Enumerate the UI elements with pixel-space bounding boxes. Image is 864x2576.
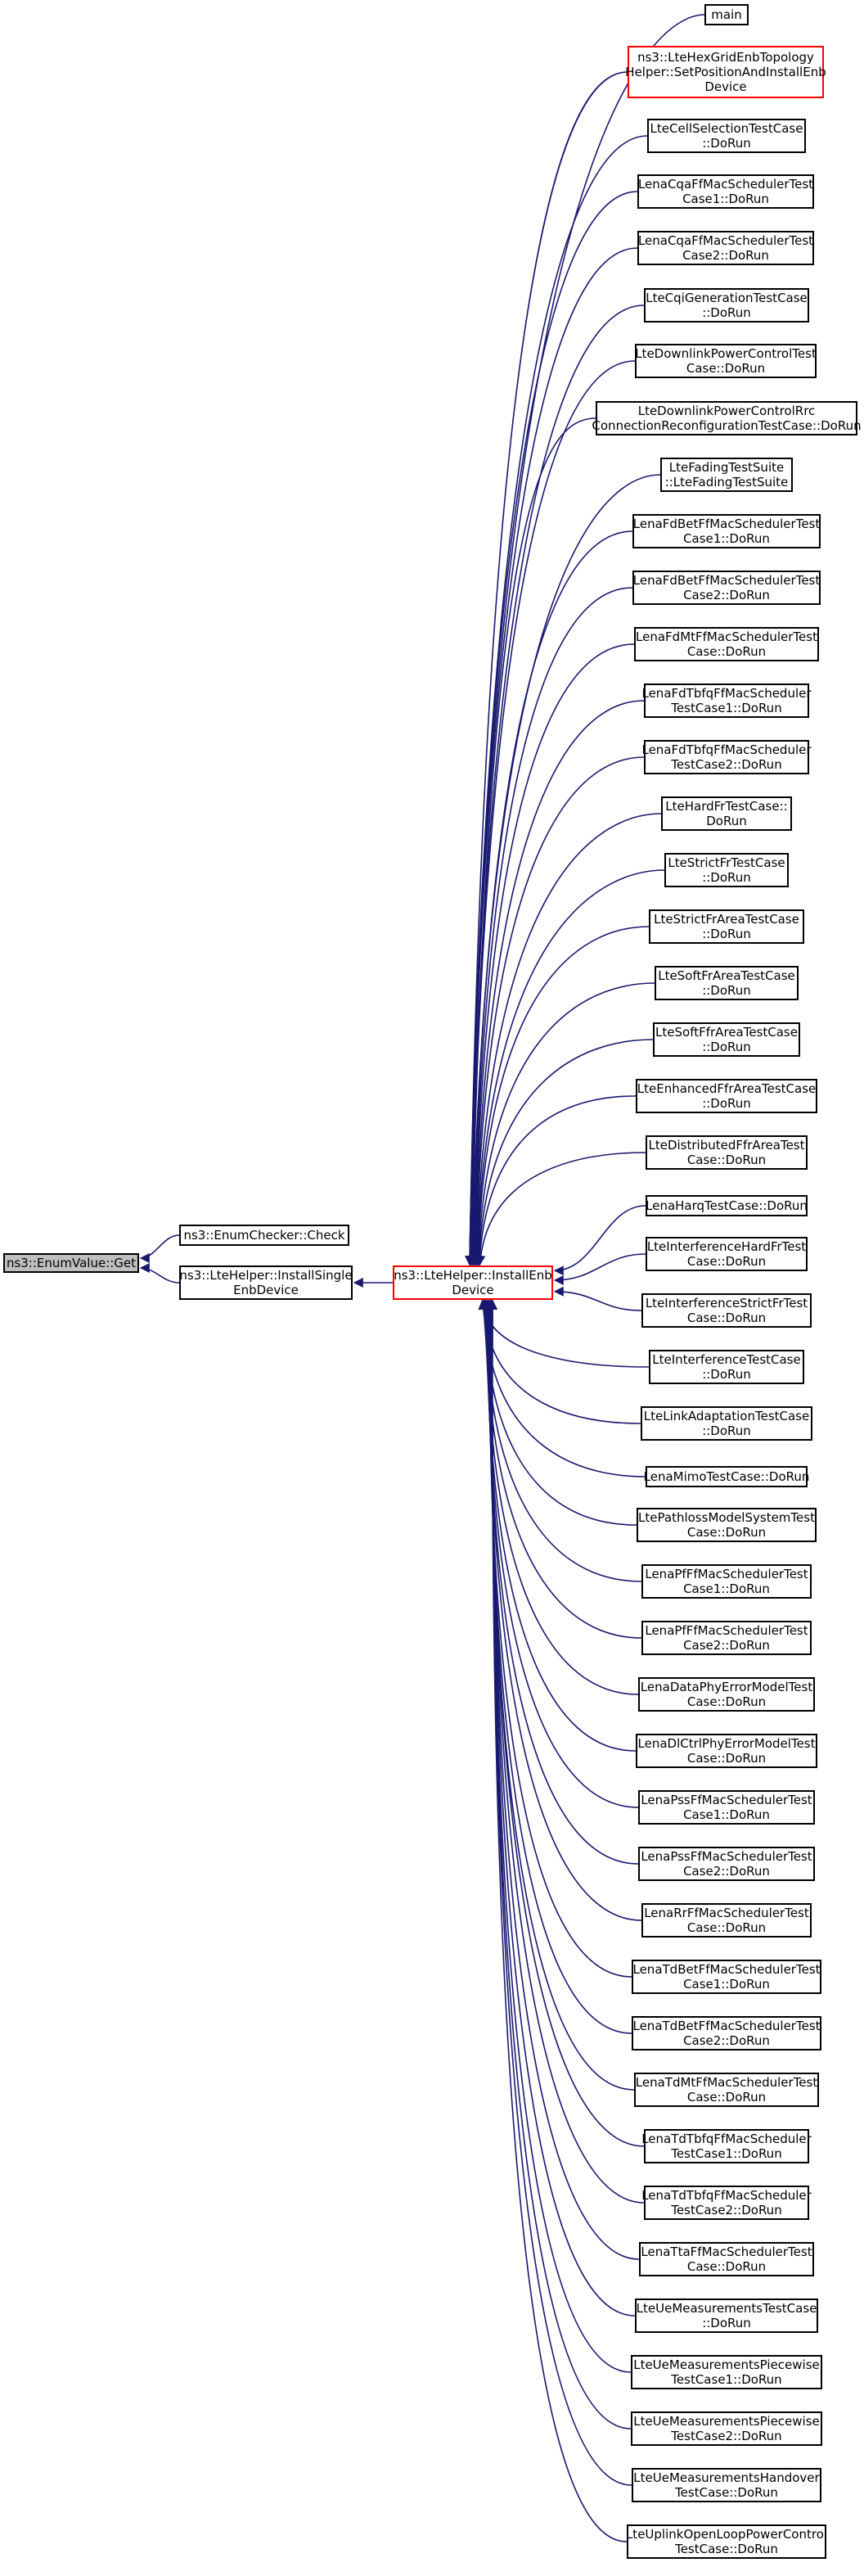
- caller-ue-measurements-piecewise-1[interactable]: LteUeMeasurementsPiecewise TestCase1::Do…: [631, 2355, 822, 2389]
- edge-caller-fdmt-case: [469, 643, 635, 1266]
- edge-caller-fdbet-case1: [468, 530, 633, 1266]
- edge-caller-harq: [553, 1205, 646, 1276]
- edge-caller-cqa-case2: [465, 247, 638, 1266]
- caller-cqi-generation[interactable]: LteCqiGenerationTestCase ::DoRun: [644, 288, 809, 323]
- edge-caller-enhanced-ffr-area: [475, 1095, 637, 1266]
- edge-caller-ue-measurements-piecewise-2: [487, 1299, 632, 2429]
- edge-caller-cqa-case1: [465, 191, 638, 1266]
- edge-caller-distributed-ffr-area: [475, 1152, 646, 1266]
- edge-caller-dl-power-control-rrc: [466, 417, 596, 1266]
- caller-distributed-ffr-area[interactable]: LteDistributedFfrAreaTest Case::DoRun: [646, 1135, 808, 1170]
- node-enumvalue-get: ns3::EnumValue::Get: [3, 1253, 139, 1273]
- edge-caller-mimo: [479, 1299, 646, 1477]
- caller-ue-measurements-piecewise-2[interactable]: LteUeMeasurementsPiecewise TestCase2::Do…: [631, 2411, 822, 2446]
- node-install-single-enb-device[interactable]: ns3::LteHelper::InstallSingle EnbDevice: [179, 1265, 353, 1300]
- edge-caller-link-adaptation: [478, 1299, 641, 1424]
- edge-caller-ue-measurements: [487, 1299, 636, 2317]
- caller-interference-strict-fr[interactable]: LteInterferenceStrictFrTest Case::DoRun: [641, 1293, 812, 1328]
- edge-caller-strict-fr: [471, 869, 665, 1266]
- edge-caller-pf-case1: [479, 1299, 642, 1582]
- edge-caller-fdtbfq-case2: [470, 756, 645, 1266]
- edge-caller-soft-ffr-area: [474, 1039, 654, 1266]
- edge-caller-interference: [478, 1299, 650, 1368]
- caller-cqa-case2[interactable]: LenaCqaFfMacSchedulerTest Case2::DoRun: [637, 231, 814, 265]
- edge-caller-interference-hard-fr: [553, 1253, 646, 1285]
- caller-data-phy-error[interactable]: LenaDataPhyErrorModelTest Case::DoRun: [638, 1677, 815, 1712]
- caller-hard-fr[interactable]: LteHardFrTestCase:: DoRun: [661, 796, 792, 831]
- caller-tdbet-case1[interactable]: LenaTdBetFfMacSchedulerTest Case1::DoRun: [632, 1960, 821, 1994]
- caller-fdtbfq-case2[interactable]: LenaFdTbfqFfMacScheduler TestCase2::DoRu…: [641, 740, 812, 774]
- edge-caller-ue-measurements-piecewise-1: [487, 1299, 632, 2373]
- caller-cell-selection[interactable]: LteCellSelectionTestCase ::DoRun: [647, 119, 806, 153]
- edge-caller-pathloss-model: [479, 1299, 637, 1526]
- caller-mimo[interactable]: LenaMimoTestCase::DoRun: [644, 1466, 809, 1487]
- caller-harq[interactable]: LenaHarqTestCase::DoRun: [646, 1195, 808, 1216]
- caller-tdtbfq-case1[interactable]: LenaTdTbfqFfMacScheduler TestCase1::DoRu…: [641, 2129, 812, 2163]
- edge-caller-dl-ctrl-phy-error: [481, 1299, 637, 1752]
- caller-fdbet-case1[interactable]: LenaFdBetFfMacSchedulerTest Case1::DoRun: [632, 514, 821, 548]
- edge-caller-hexgrid-set-position: [465, 71, 628, 1266]
- edge-caller-tdtbfq-case1: [485, 1299, 645, 2147]
- caller-ue-measurements[interactable]: LteUeMeasurementsTestCase ::DoRun: [635, 2299, 818, 2333]
- caller-fdbet-case2[interactable]: LenaFdBetFfMacSchedulerTest Case2::DoRun: [632, 571, 821, 605]
- caller-fading-suite[interactable]: LteFadingTestSuite ::LteFadingTestSuite: [660, 458, 793, 492]
- caller-tdtbfq-case2[interactable]: LenaTdTbfqFfMacScheduler TestCase2::DoRu…: [641, 2186, 812, 2220]
- caller-link-adaptation[interactable]: LteLinkAdaptationTestCase ::DoRun: [641, 1406, 812, 1441]
- caller-ul-open-loop-power-control[interactable]: LteUplinkOpenLoopPowerControl TestCase::…: [626, 2524, 827, 2559]
- caller-rr-case[interactable]: LenaRrFfMacSchedulerTest Case::DoRun: [641, 1903, 812, 1938]
- caller-hexgrid-set-position[interactable]: ns3::LteHexGridEnbTopology Helper::SetPo…: [625, 46, 826, 98]
- edge-caller-ue-measurements-handover: [487, 1299, 632, 2486]
- caller-soft-ffr-area[interactable]: LteSoftFfrAreaTestCase ::DoRun: [653, 1022, 800, 1057]
- edge-caller-rr-case: [483, 1299, 642, 1921]
- edge-caller-fdbet-case2: [469, 587, 633, 1266]
- edge-installsingle-to-get: [139, 1263, 180, 1283]
- caller-tdbet-case2[interactable]: LenaTdBetFfMacSchedulerTest Case2::DoRun: [632, 2016, 821, 2050]
- caller-fdmt-case[interactable]: LenaFdMtFfMacSchedulerTest Case::DoRun: [634, 627, 819, 661]
- edge-caller-dl-power-control: [466, 360, 636, 1266]
- caller-dl-power-control-rrc[interactable]: LteDownlinkPowerControlRrc ConnectionRec…: [592, 401, 862, 435]
- edge-caller-soft-fr-area: [473, 982, 655, 1266]
- caller-enhanced-ffr-area[interactable]: LteEnhancedFfrAreaTestCase ::DoRun: [636, 1079, 817, 1113]
- caller-dl-ctrl-phy-error[interactable]: LenaDlCtrlPhyErrorModelTest Case::DoRun: [636, 1734, 817, 1768]
- node-enumchecker-check[interactable]: ns3::EnumChecker::Check: [179, 1225, 349, 1246]
- caller-strict-fr[interactable]: LteStrictFrTestCase ::DoRun: [664, 853, 789, 887]
- caller-tdmt-case[interactable]: LenaTdMtFfMacSchedulerTest Case::DoRun: [634, 2073, 819, 2107]
- node-install-enb-device[interactable]: ns3::LteHelper::InstallEnb Device: [393, 1265, 553, 1300]
- edge-caller-hard-fr: [471, 813, 662, 1266]
- caller-pss-case2[interactable]: LenaPssFfMacSchedulerTest Case2::DoRun: [638, 1847, 815, 1881]
- edge-caller-fdtbfq-case1: [470, 700, 645, 1266]
- caller-pf-case1[interactable]: LenaPfFfMacSchedulerTest Case1::DoRun: [641, 1564, 812, 1599]
- edge-caller-interference-strict-fr: [553, 1286, 642, 1311]
- caller-dl-power-control[interactable]: LteDownlinkPowerControlTest Case::DoRun: [635, 344, 817, 378]
- caller-interference[interactable]: LteInterferenceTestCase ::DoRun: [649, 1350, 804, 1384]
- edge-check-to-get: [139, 1234, 180, 1263]
- caller-soft-fr-area[interactable]: LteSoftFrAreaTestCase ::DoRun: [655, 966, 799, 1000]
- caller-main[interactable]: main: [704, 4, 749, 25]
- edge-caller-ul-open-loop-power-control: [487, 1299, 628, 2542]
- caller-tta-case[interactable]: LenaTtaFfMacSchedulerTest Case::DoRun: [639, 2242, 814, 2276]
- edge-caller-strict-fr-area: [472, 926, 650, 1266]
- caller-cqa-case1[interactable]: LenaCqaFfMacSchedulerTest Case1::DoRun: [637, 174, 814, 209]
- caller-strict-fr-area[interactable]: LteStrictFrAreaTestCase ::DoRun: [649, 909, 804, 944]
- caller-pf-case2[interactable]: LenaPfFfMacSchedulerTest Case2::DoRun: [641, 1621, 812, 1655]
- caller-fdtbfq-case1[interactable]: LenaFdTbfqFfMacScheduler TestCase1::DoRu…: [641, 683, 812, 718]
- caller-ue-measurements-handover[interactable]: LteUeMeasurementsHandover TestCase::DoRu…: [632, 2468, 821, 2502]
- caller-pathloss-model[interactable]: LtePathlossModelSystemTest Case::DoRun: [637, 1508, 817, 1542]
- caller-pss-case1[interactable]: LenaPssFfMacSchedulerTest Case1::DoRun: [638, 1790, 815, 1825]
- caller-interference-hard-fr[interactable]: LteInterferenceHardFrTest Case::DoRun: [646, 1237, 808, 1271]
